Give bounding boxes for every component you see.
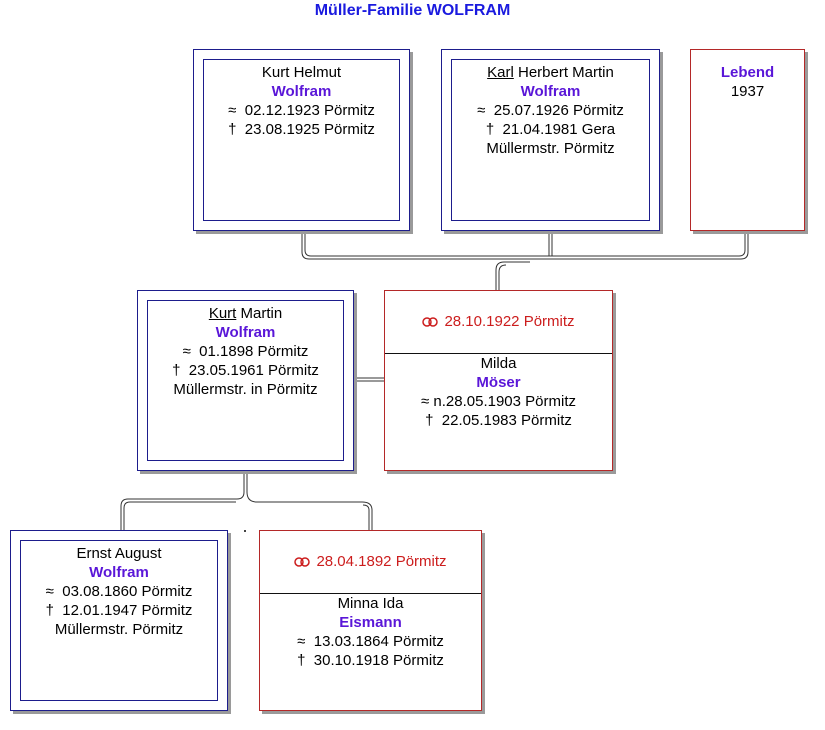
chart-title: Müller-Familie WOLFRAM <box>314 2 511 19</box>
birth-icon: ≈ <box>421 393 430 410</box>
birth-line: ≈ 02.12.1923 Pörmitz <box>228 102 375 119</box>
surname: Wolfram <box>215 324 276 341</box>
birth-icon: ≈ <box>182 343 191 360</box>
death-cross-icon: † <box>45 602 54 619</box>
birth-line: ≈ 13.03.1864 Pörmitz <box>297 633 444 650</box>
occupation: Müllermstr. Pörmitz <box>486 140 615 157</box>
birth-icon: ≈ <box>477 102 486 119</box>
person-card-lebend[interactable]: Lebend 1937 <box>690 49 805 231</box>
card-inner-frame <box>451 59 650 221</box>
birth-line: ≈ n.28.05.1903 Pörmitz <box>421 393 576 410</box>
death-cross-icon: † <box>485 121 495 138</box>
given-names: Milda <box>480 355 517 372</box>
death-line: † 23.08.1925 Pörmitz <box>228 121 375 138</box>
marriage-date: 28.04.1892 Pörmitz <box>316 553 447 570</box>
marriage-header: 28.10.1922 Pörmitz <box>385 291 612 354</box>
death-line: † 23.05.1961 Pörmitz <box>172 362 319 379</box>
occupation: Müllermstr. in Pörmitz <box>173 381 318 398</box>
person-card-milda[interactable]: 28.10.1922 Pörmitz Milda Möser ≈ n.28.05… <box>384 290 613 471</box>
given-names: Kurt Helmut <box>261 64 342 81</box>
marriage-date: 28.10.1922 Pörmitz <box>444 313 575 330</box>
given-names: Kurt Martin <box>208 305 283 322</box>
marriage-header: 28.04.1892 Pörmitz <box>260 531 481 594</box>
card-inner-frame <box>147 300 344 461</box>
birth-icon: ≈ <box>228 102 237 119</box>
given-names: Minna Ida <box>337 595 404 612</box>
card-inner-frame <box>203 59 400 221</box>
person-card-kurt-martin[interactable]: Kurt Martin Wolfram ≈ 01.1898 Pörmitz † … <box>137 290 354 471</box>
death-cross-icon: † <box>297 652 306 669</box>
birth-line: ≈ 25.07.1926 Pörmitz <box>477 102 624 119</box>
person-card-karl-herbert-martin[interactable]: Karl Herbert Martin Wolfram ≈ 25.07.1926… <box>441 49 660 231</box>
person-card-ernst-august[interactable]: Ernst August Wolfram ≈ 03.08.1860 Pörmit… <box>10 530 228 711</box>
given-names: Ernst August <box>76 545 162 562</box>
card-inner-frame <box>20 540 218 701</box>
death-line: † 30.10.1918 Pörmitz <box>297 652 444 669</box>
death-cross-icon: † <box>425 412 434 429</box>
death-cross-icon: † <box>172 362 181 379</box>
given-names: Karl Herbert Martin <box>487 64 614 81</box>
status-label: Lebend <box>720 64 775 81</box>
stray-dot <box>244 530 246 532</box>
marriage-rings-icon <box>422 317 439 327</box>
marriage-rings-icon <box>294 557 311 567</box>
birth-year: 1937 <box>730 83 765 100</box>
birth-line: ≈ 01.1898 Pörmitz <box>182 343 309 360</box>
surname: Wolfram <box>89 564 149 581</box>
surname: Wolfram <box>271 83 332 100</box>
surname: Wolfram <box>520 83 581 100</box>
person-card-kurt-helmut[interactable]: Kurt Helmut Wolfram ≈ 02.12.1923 Pörmitz… <box>193 49 410 231</box>
birth-icon: ≈ <box>297 633 306 650</box>
person-card-minna-ida[interactable]: 28.04.1892 Pörmitz Minna Ida Eismann ≈ 1… <box>259 530 482 711</box>
birth-line: ≈ 03.08.1860 Pörmitz <box>45 583 193 600</box>
death-line: † 21.04.1981 Gera <box>485 121 616 138</box>
surname: Möser <box>476 374 521 391</box>
occupation: Müllermstr. Pörmitz <box>54 621 184 638</box>
surname: Eismann <box>339 614 402 631</box>
birth-icon: ≈ <box>45 583 54 600</box>
death-line: † 22.05.1983 Pörmitz <box>425 412 572 429</box>
death-line: † 12.01.1947 Pörmitz <box>45 602 193 619</box>
death-cross-icon: † <box>228 121 237 138</box>
